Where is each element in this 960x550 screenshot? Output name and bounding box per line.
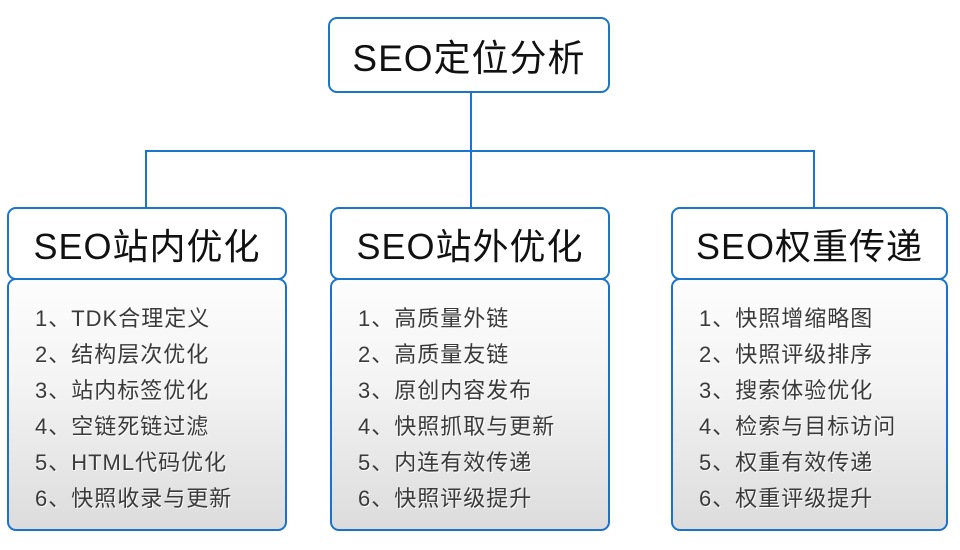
- list-item: 4、检索与目标访问: [699, 414, 897, 439]
- connector-left-vertical-line: [145, 150, 147, 208]
- list-item: 1、高质量外链: [358, 306, 510, 331]
- column-weight-header: SEO权重传递: [671, 207, 948, 280]
- root-node-label: SEO定位分析: [352, 38, 586, 79]
- list-item: 4、空链死链过滤: [35, 414, 210, 439]
- list-item: 6、权重评级提升: [699, 486, 874, 511]
- list-item: 2、快照评级排序: [699, 342, 874, 367]
- list-item: 1、TDK合理定义: [35, 306, 211, 331]
- column-onsite-header: SEO站内优化: [7, 207, 287, 280]
- column-offsite-optimization: SEO站外优化 1、高质量外链 2、高质量友链 3、原创内容发布 4、快照抓取与…: [330, 207, 610, 531]
- column-offsite-header-label: SEO站外优化: [356, 225, 584, 267]
- list-item: 3、原创内容发布: [358, 378, 533, 403]
- list-item: 4、快照抓取与更新: [358, 414, 556, 439]
- list-item: 5、HTML代码优化: [35, 450, 228, 475]
- column-weight-transfer: SEO权重传递 1、快照增缩略图 2、快照评级排序 3、搜索体验优化 4、检索与…: [671, 207, 948, 531]
- column-weight-list: 1、快照增缩略图 2、快照评级排序 3、搜索体验优化 4、检索与目标访问 5、权…: [671, 278, 948, 531]
- connector-right-vertical-line: [813, 150, 815, 208]
- column-offsite-list: 1、高质量外链 2、高质量友链 3、原创内容发布 4、快照抓取与更新 5、内连有…: [330, 278, 610, 531]
- list-item: 3、搜索体验优化: [699, 378, 874, 403]
- column-offsite-header: SEO站外优化: [330, 207, 610, 280]
- list-item: 6、快照评级提升: [358, 486, 533, 511]
- list-item: 5、内连有效传递: [358, 450, 533, 475]
- connector-horizontal-line: [145, 150, 815, 152]
- column-onsite-header-label: SEO站内优化: [33, 225, 261, 267]
- connector-root-vertical-line: [470, 93, 472, 150]
- list-item: 3、站内标签优化: [35, 378, 210, 403]
- list-item: 6、快照收录与更新: [35, 486, 233, 511]
- connector-center-vertical-line: [470, 150, 472, 208]
- root-node-seo-analysis: SEO定位分析: [328, 17, 610, 93]
- list-item: 5、权重有效传递: [699, 450, 874, 475]
- column-onsite-optimization: SEO站内优化 1、TDK合理定义 2、结构层次优化 3、站内标签优化 4、空链…: [7, 207, 287, 531]
- column-weight-header-label: SEO权重传递: [695, 225, 924, 267]
- list-item: 2、高质量友链: [358, 342, 510, 367]
- list-item: 2、结构层次优化: [35, 342, 210, 367]
- column-onsite-list: 1、TDK合理定义 2、结构层次优化 3、站内标签优化 4、空链死链过滤 5、H…: [7, 278, 287, 531]
- list-item: 1、快照增缩略图: [699, 306, 874, 331]
